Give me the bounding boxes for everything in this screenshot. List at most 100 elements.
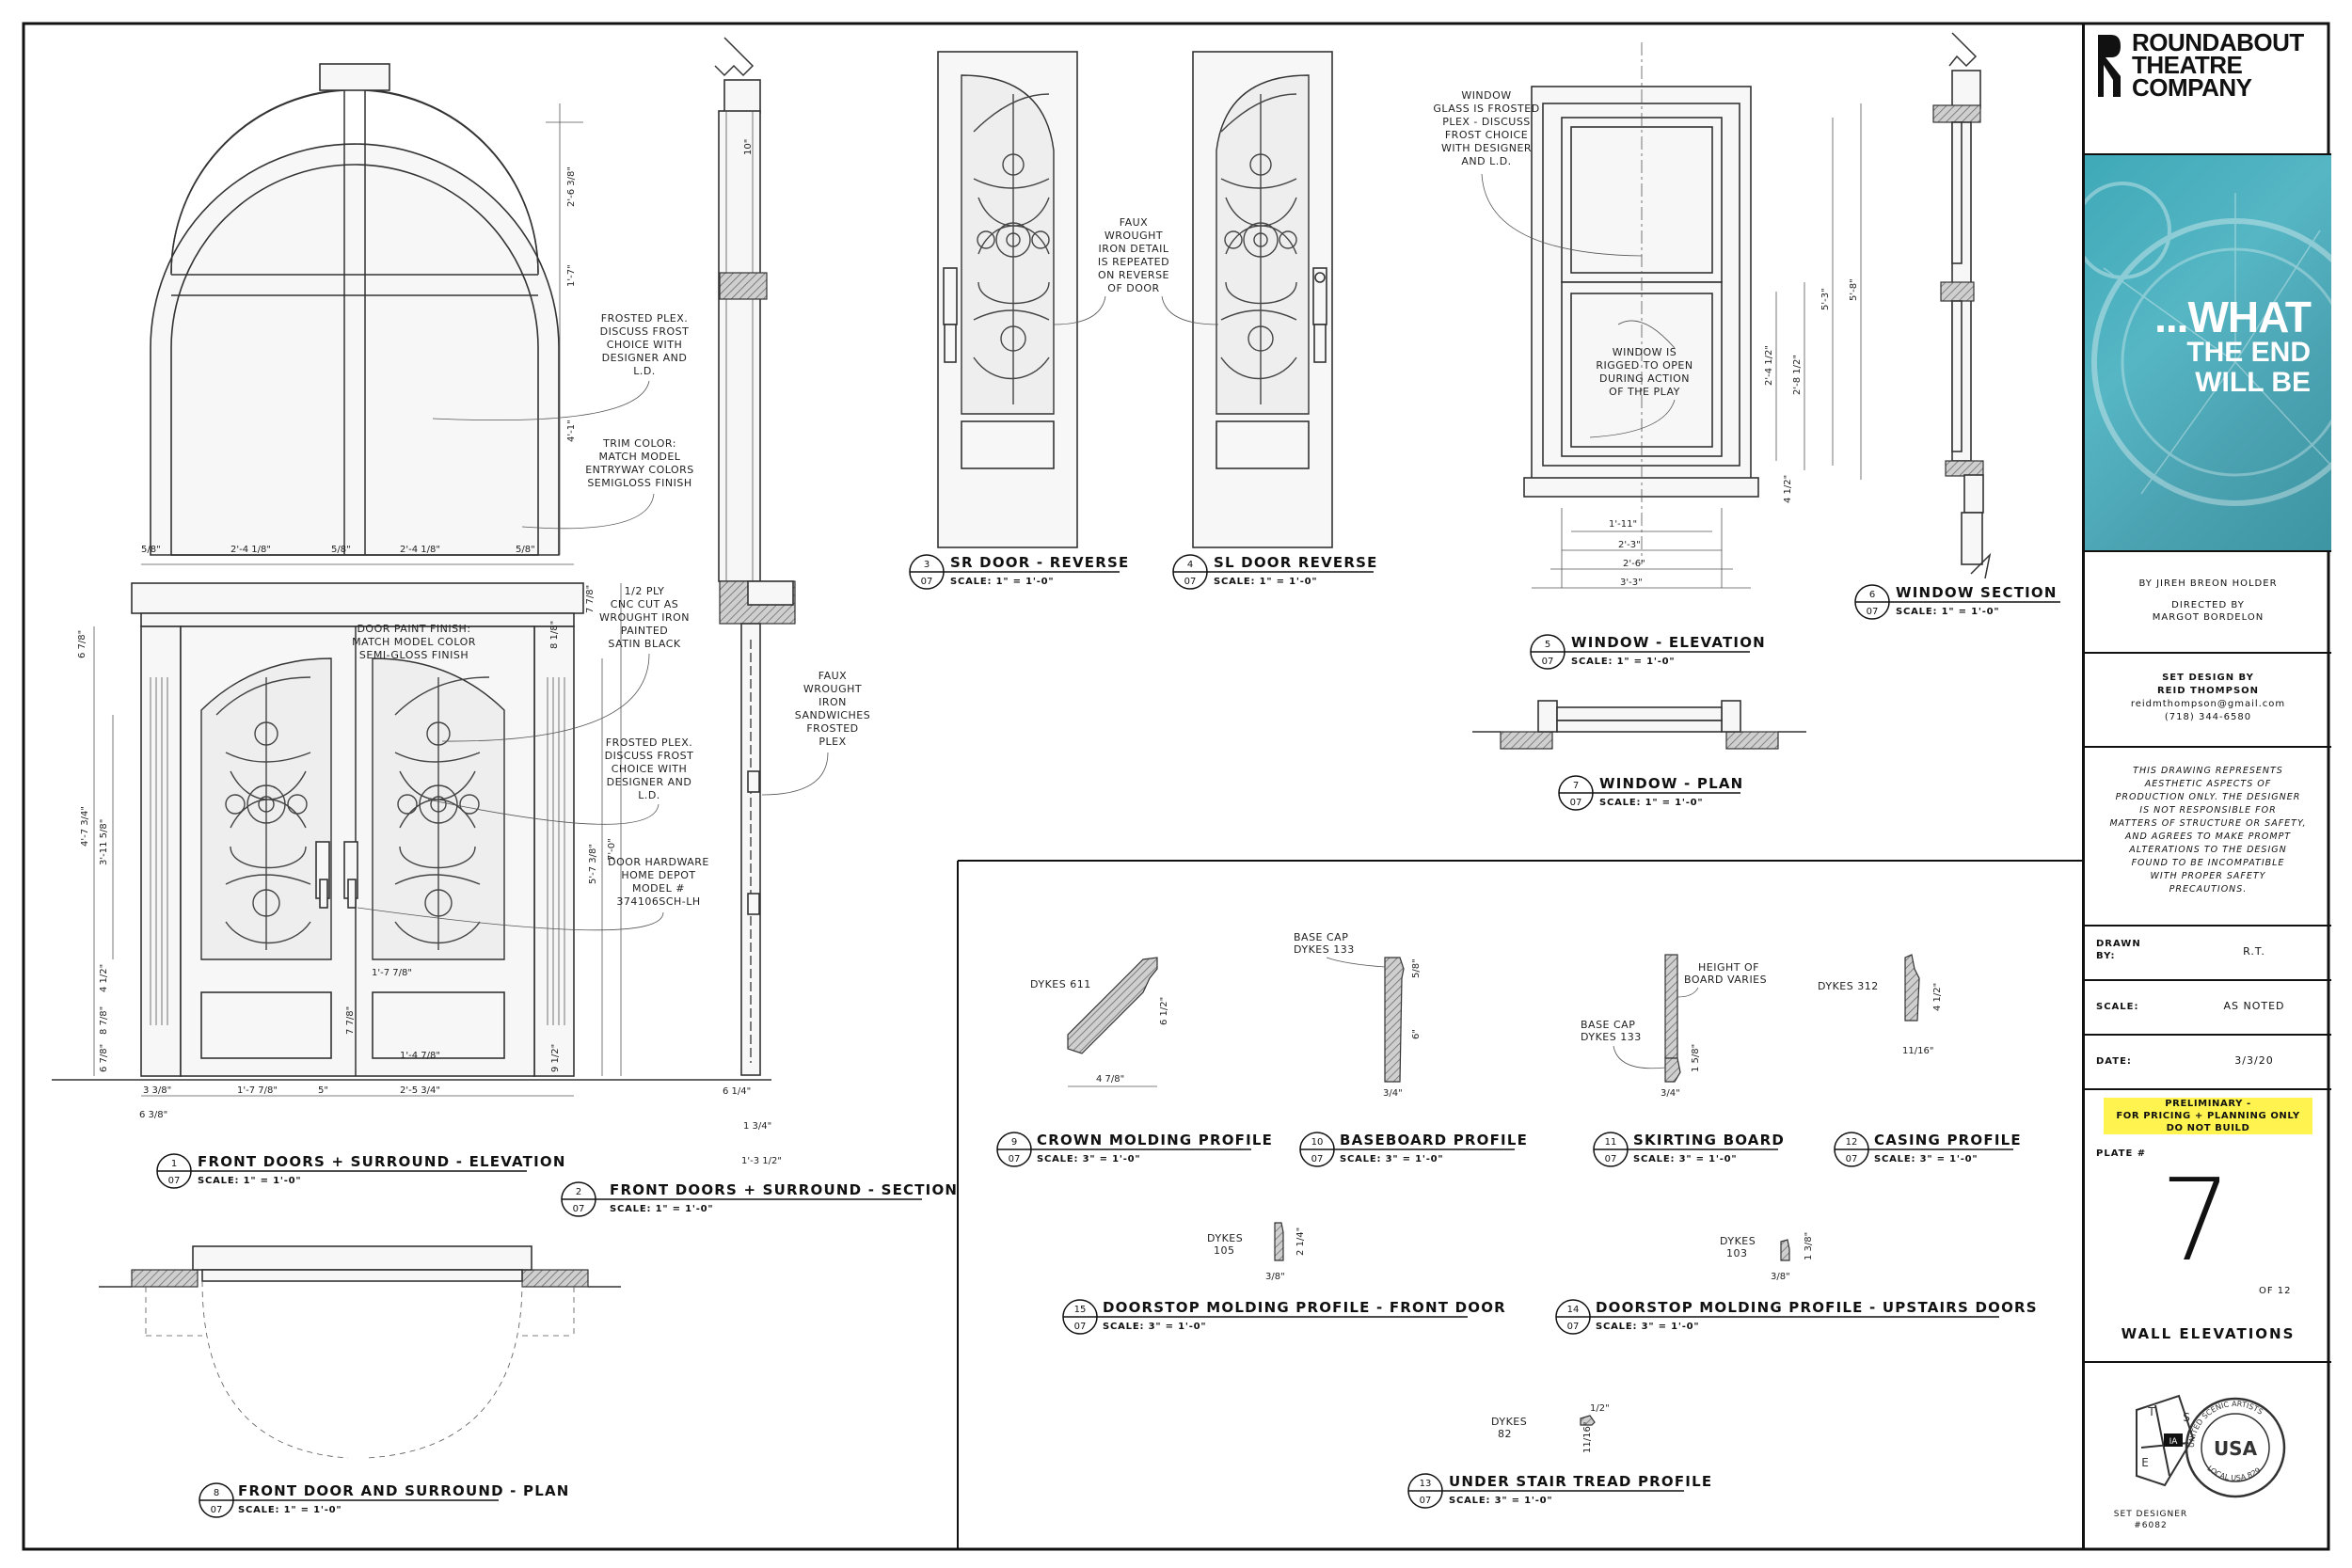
note-trim-color: TRIM COLOR: MATCH MODEL ENTRYWAY COLORS … — [521, 437, 694, 530]
svg-text:MATCH MODEL: MATCH MODEL — [599, 451, 681, 463]
show-poster: ...WHAT THE END WILL BE — [2085, 155, 2331, 550]
svg-text:WROUGHT: WROUGHT — [803, 683, 862, 695]
dim-kick-r: 9 1/2" — [550, 1044, 561, 1072]
title-block: ROUNDABOUT THEATRE COMPANY ...WHAT THE E… — [2082, 24, 2331, 1549]
svg-text:SCALE: 3" = 1'-0": SCALE: 3" = 1'-0" — [1037, 1154, 1140, 1164]
svg-text:MATCH MODEL COLOR: MATCH MODEL COLOR — [352, 636, 476, 648]
dim-head-l: 6 7/8" — [77, 630, 87, 658]
svg-text:SCALE: 3" = 1'-0": SCALE: 3" = 1'-0" — [1340, 1154, 1443, 1164]
note-door-paint: DOOR PAINT FINISH: MATCH MODEL COLOR SEM… — [352, 623, 476, 661]
svg-text:E: E — [2141, 1456, 2149, 1469]
svg-text:4: 4 — [1187, 560, 1193, 570]
dim-arch-low: 4'-1" — [566, 420, 577, 442]
view-12-title: 12 07 CASING PROFILE SCALE: 3" = 1'-0" — [1834, 1132, 2022, 1167]
svg-text:BASE CAP: BASE CAP — [1294, 931, 1348, 943]
dim-panel-w2: 1'-4 7/8" — [400, 1051, 440, 1061]
svg-text:CHOICE WITH: CHOICE WITH — [612, 763, 688, 775]
view-9-crown-molding: DYKES 611 6 1/2" 4 7/8" — [1030, 957, 1169, 1087]
directed-by-label: DIRECTED BY — [2171, 600, 2245, 610]
svg-text:SCALE: 3" = 1'-0": SCALE: 3" = 1'-0" — [1633, 1154, 1737, 1164]
note-door-hardware: DOOR HARDWARE HOME DEPOT MODEL # 374106S… — [357, 856, 708, 931]
svg-text:07: 07 — [211, 1505, 223, 1515]
dim-bot-a: 3 3/8" — [143, 1085, 171, 1096]
date-row: DATE: 3/3/20 — [2085, 1036, 2331, 1090]
view-15-doorstop-front: DYKES 105 2 1/4" 3/8" — [1207, 1222, 1306, 1282]
designer-name: REID THOMPSON — [2156, 686, 2260, 696]
svg-text:SCALE: 3" = 1'-0": SCALE: 3" = 1'-0" — [1874, 1154, 1978, 1164]
sheet-title: WALL ELEVATIONS — [2121, 1325, 2296, 1342]
svg-text:07: 07 — [921, 577, 933, 587]
view-10-title: 10 07 BASEBOARD PROFILE SCALE: 3" = 1'-0… — [1299, 1132, 1527, 1167]
show-title: ...WHAT THE END WILL BE — [2154, 293, 2312, 398]
svg-text:9: 9 — [1011, 1137, 1017, 1148]
dim-bot-d: 5" — [318, 1085, 328, 1096]
svg-text:HOME DEPOT: HOME DEPOT — [621, 869, 695, 881]
dim-arch-mid: 1'-7" — [566, 264, 577, 287]
dim-trans-w4: 2'-4 1/8" — [400, 545, 440, 555]
view-14-doorstop-upstairs: DYKES 103 1 3/8" 3/8" — [1720, 1232, 1814, 1282]
svg-text:IRON: IRON — [818, 696, 847, 708]
svg-text:IS REPEATED: IS REPEATED — [1098, 256, 1169, 268]
svg-text:USA: USA — [2214, 1437, 2258, 1460]
svg-text:DYKES 611: DYKES 611 — [1030, 978, 1091, 990]
svg-text:IRON DETAIL: IRON DETAIL — [1099, 243, 1169, 255]
view-3-sr-door-reverse — [937, 51, 1078, 548]
note-frosted-plex-1: FROSTED PLEX. DISCUSS FROST CHOICE WITH … — [432, 312, 689, 421]
svg-text:ENTRYWAY COLORS: ENTRYWAY COLORS — [585, 464, 694, 476]
svg-text:5: 5 — [1545, 640, 1550, 650]
note-faux-sandwich: FAUX WROUGHT IRON SANDWICHES FROSTED PLE… — [761, 670, 870, 796]
dim-ds105-w: 3/8" — [1265, 1272, 1285, 1282]
svg-text:07: 07 — [1542, 657, 1554, 667]
dim-crown-w: 4 7/8" — [1096, 1074, 1124, 1085]
svg-text:DURING ACTION: DURING ACTION — [1599, 372, 1690, 385]
svg-text:LOCAL USA 829: LOCAL USA 829 — [2205, 1464, 2262, 1481]
svg-text:DYKES: DYKES — [1720, 1235, 1756, 1247]
dim-bot-e: 2'-5 3/4" — [400, 1085, 440, 1096]
svg-text:WINDOW - PLAN: WINDOW - PLAN — [1599, 775, 1743, 792]
svg-text:13: 13 — [1420, 1479, 1432, 1489]
view-10-baseboard: BASE CAP DYKES 133 5/8" 6" 3/4" — [1294, 931, 1422, 1099]
plate-of: OF 12 — [2259, 1286, 2292, 1296]
dim-cap-r: 8 1/8" — [549, 621, 560, 649]
credits-block: BY JIREH BREON HOLDER DIRECTED BY MARGOT… — [2085, 550, 2331, 654]
svg-text:FRONT DOORS + SURROUND - ELEVA: FRONT DOORS + SURROUND - ELEVATION — [198, 1153, 566, 1170]
svg-text:L.D.: L.D. — [638, 789, 660, 801]
svg-text:DOORSTOP MOLDING PROFILE - FRO: DOORSTOP MOLDING PROFILE - FRONT DOOR — [1103, 1299, 1506, 1316]
svg-text:SCALE: 1" = 1'-0": SCALE: 1" = 1'-0" — [1214, 577, 1317, 587]
view-11-title: 11 07 SKIRTING BOARD SCALE: 3" = 1'-0" — [1593, 1132, 1785, 1167]
note-frosted-plex-2: FROSTED PLEX. DISCUSS FROST CHOICE WITH … — [427, 736, 693, 825]
svg-text:FRONT DOORS + SURROUND - SECTI: FRONT DOORS + SURROUND - SECTION — [610, 1181, 958, 1198]
svg-text:12: 12 — [1846, 1137, 1858, 1148]
svg-text:PLEX: PLEX — [818, 736, 846, 748]
dim-casing-h: 4 1/2" — [1932, 983, 1943, 1011]
svg-text:DESIGNER AND: DESIGNER AND — [602, 352, 688, 364]
svg-text:FRONT DOOR AND SURROUND - PLAN: FRONT DOOR AND SURROUND - PLAN — [238, 1482, 570, 1499]
view-4-title: 4 07 SL DOOR REVERSE SCALE: 1" = 1'-0" — [1172, 554, 1376, 590]
svg-text:FAUX: FAUX — [1120, 216, 1148, 229]
svg-text:07: 07 — [1420, 1496, 1432, 1506]
dim-sec-a: 6 1/4" — [723, 1086, 751, 1097]
dim-base-w: 3/4" — [1383, 1088, 1403, 1099]
note-window-rigged: WINDOW IS RIGGED TO OPEN DURING ACTION O… — [1589, 320, 1692, 438]
view-11-skirting-board: HEIGHT OF BOARD VARIES BASE CAP DYKES 13… — [1581, 954, 1767, 1099]
date-label: DATE: — [2096, 1056, 2132, 1067]
svg-text:CASING PROFILE: CASING PROFILE — [1874, 1132, 2022, 1148]
view-6-window-section — [1932, 32, 1992, 579]
svg-text:SANDWICHES: SANDWICHES — [795, 709, 870, 721]
union-stamp-block: IA T S E USA UNITED SCENIC ARTISTS LOCAL… — [2085, 1363, 2331, 1549]
scale-value: AS NOTED — [2223, 1000, 2285, 1012]
director: MARGOT BORDELON — [2152, 612, 2265, 623]
svg-text:SKIRTING BOARD: SKIRTING BOARD — [1633, 1132, 1785, 1148]
sheet-border — [22, 22, 2330, 1551]
svg-text:07: 07 — [168, 1176, 181, 1186]
view-5-window-elevation: 1'-11" 2'-3" 2'-6" 3'-3" 2'-4 1/2" 2'-8 … — [1433, 42, 1862, 589]
svg-text:RIGGED TO OPEN: RIGGED TO OPEN — [1596, 359, 1692, 372]
svg-text:T: T — [2147, 1405, 2155, 1418]
plate-block: PRELIMINARY - FOR PRICING + PLANNING ONL… — [2085, 1090, 2331, 1363]
plate-number: 7 — [2160, 1156, 2233, 1287]
svg-text:07: 07 — [573, 1204, 585, 1214]
svg-text:FROSTED PLEX.: FROSTED PLEX. — [601, 312, 689, 325]
company-header: ROUNDABOUT THEATRE COMPANY — [2085, 24, 2331, 155]
svg-text:1: 1 — [171, 1159, 177, 1169]
view-2-front-doors-section: 10" 6 1/4" 1 3/4" 1'-3 1/2" FAUX WROUGHT… — [714, 37, 870, 1166]
